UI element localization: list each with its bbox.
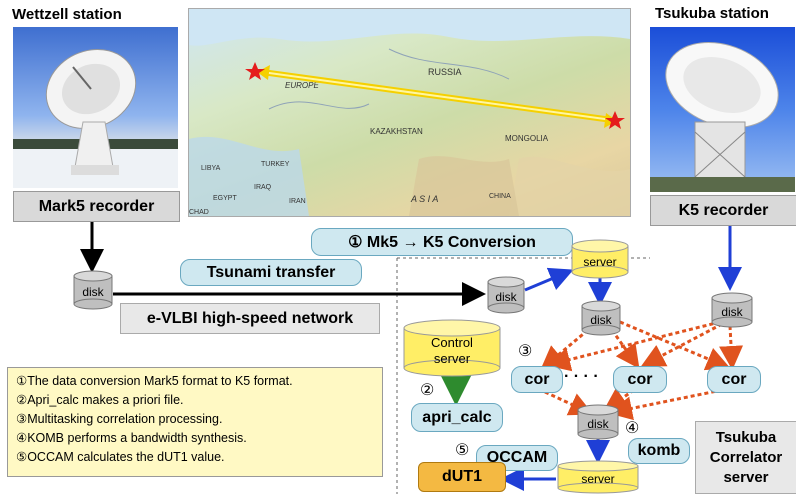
- eurasia-map: RUSSIA EUROPE MONGOLIA KAZAKHSTAN TURKEY…: [188, 8, 631, 217]
- step-number-4: ④: [625, 420, 640, 437]
- disk-transfer-label: disk: [495, 290, 517, 304]
- map-label-china: CHINA: [489, 193, 511, 200]
- step-number-5: ⑤: [455, 442, 470, 459]
- step-number-2: ②: [420, 382, 435, 399]
- map-label-kazakhstan: KAZAKHSTAN: [370, 127, 423, 136]
- correlator-server-box: Tsukuba Correlator server: [695, 421, 796, 494]
- cor-label-3: cor: [707, 366, 761, 393]
- steps-legend: ①The data conversion Mark5 format to K5 …: [7, 367, 383, 477]
- disk-bottom-label: disk: [587, 417, 609, 431]
- server-top-label: server: [583, 255, 617, 269]
- tsukuba-title: Tsukuba station: [655, 5, 769, 22]
- komb-label: komb: [628, 438, 690, 464]
- map-label-egypt: EGYPT: [213, 195, 237, 202]
- mark5-recorder-box: Mark5 recorder: [13, 191, 180, 222]
- map-label-libya: LIBYA: [201, 165, 221, 172]
- dut1-box: dUT1: [418, 462, 506, 492]
- disk-middle-label: disk: [590, 313, 612, 327]
- disk-k5-label: disk: [721, 305, 743, 319]
- legend-item-3: ③Multitasking correlation processing.: [16, 412, 223, 426]
- cor-label-2: cor: [613, 366, 667, 393]
- conversion-label: ① Mk5 → K5 Conversion: [311, 228, 573, 256]
- map-label-asia: A S I A: [411, 194, 439, 204]
- cor-dots: · · · ·: [564, 368, 599, 385]
- apri-calc-label: apri_calc: [411, 403, 503, 432]
- map-label-iraq: IRAQ: [254, 184, 272, 191]
- wettzell-title: Wettzell station: [12, 6, 122, 23]
- server-bottom-label: server: [581, 472, 615, 486]
- map-label-russia: RUSSIA: [428, 67, 462, 77]
- step-number-3: ③: [518, 343, 533, 360]
- tsunami-transfer-label: Tsunami transfer: [180, 259, 362, 286]
- cor-label-1: cor: [511, 366, 563, 393]
- legend-item-2: ②Apri_calc makes a priori file.: [16, 393, 184, 407]
- wettzell-antenna-photo: [13, 27, 178, 188]
- control-server-label: Control server: [431, 335, 473, 366]
- legend-item-1: ①The data conversion Mark5 format to K5 …: [16, 374, 293, 388]
- map-label-europe: EUROPE: [285, 81, 319, 90]
- map-label-mongolia: MONGOLIA: [505, 134, 549, 143]
- map-label-turkey: TURKEY: [261, 161, 290, 168]
- network-label: e-VLBI high-speed network: [120, 303, 380, 334]
- tsukuba-antenna-photo: [650, 27, 795, 192]
- legend-item-5: ⑤OCCAM calculates the dUT1 value.: [16, 450, 225, 464]
- map-label-iran: IRAN: [289, 198, 306, 205]
- disk-wettzell-label: disk: [82, 285, 104, 299]
- k5-recorder-box: K5 recorder: [650, 195, 796, 226]
- map-label-chad: CHAD: [189, 209, 209, 216]
- legend-item-4: ④KOMB performs a bandwidth synthesis.: [16, 431, 247, 445]
